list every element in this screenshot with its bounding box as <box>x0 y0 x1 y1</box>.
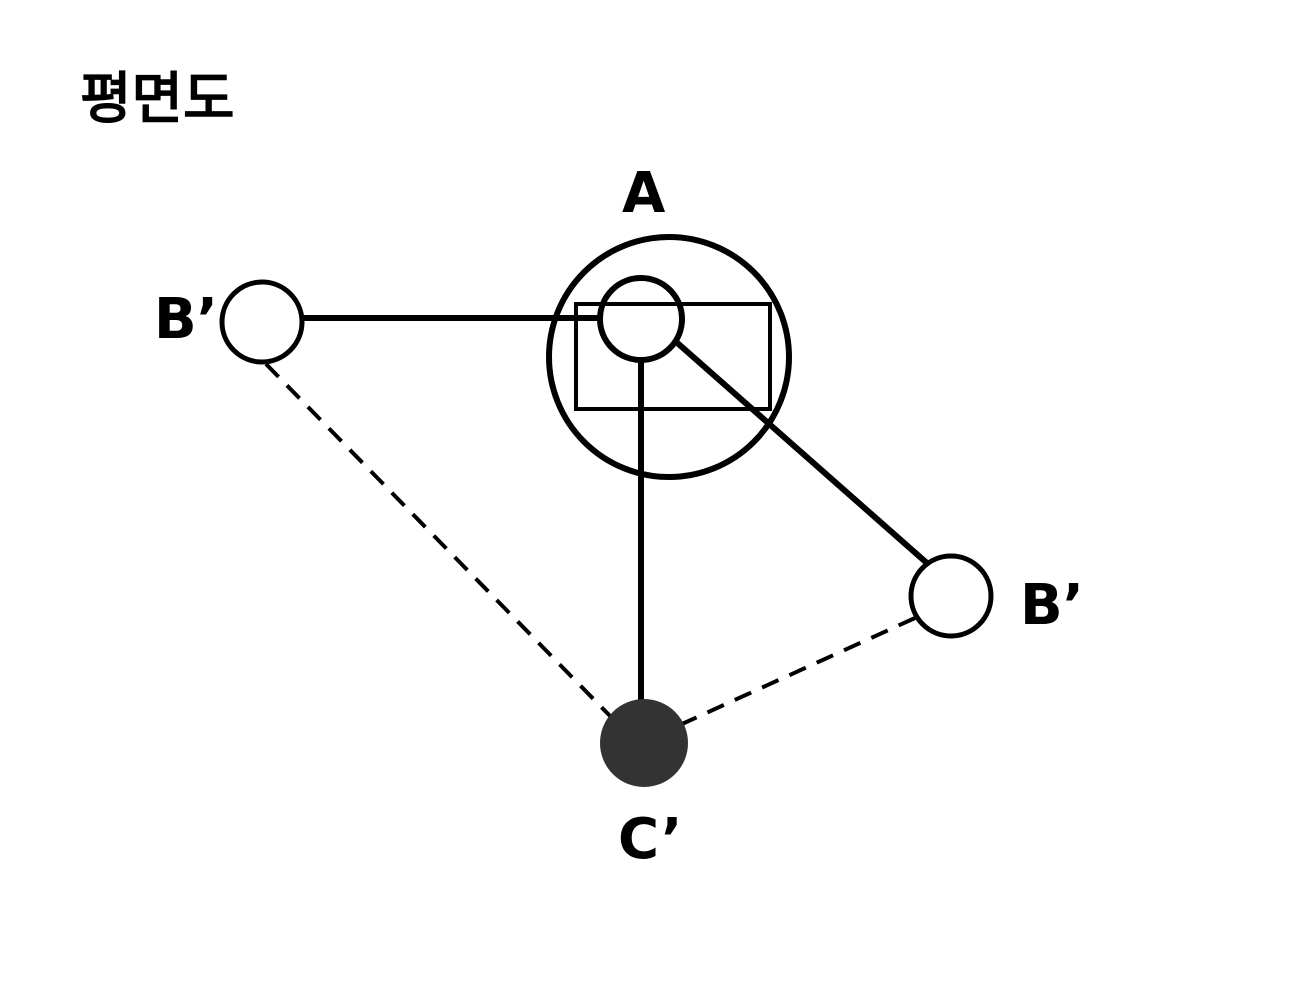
node-b-right-label: B’ <box>1020 573 1084 638</box>
node-b-left-circle <box>219 279 305 365</box>
node-a-inner-circle <box>597 275 685 363</box>
dashed-line-b-left-to-c <box>264 362 614 720</box>
diagram-title: 평면도 <box>80 67 235 132</box>
node-a-label: A <box>622 161 666 226</box>
node-b-right-circle <box>908 553 994 639</box>
node-c-label: C’ <box>618 807 682 872</box>
dashed-line-b-right-to-c <box>681 616 916 726</box>
solid-line-a-to-b-right <box>672 337 930 567</box>
node-a-outer-circle <box>546 234 792 480</box>
node-b-left-label: B’ <box>154 287 218 352</box>
node-a-rectangle <box>574 302 772 411</box>
node-c-filled-circle <box>600 699 688 787</box>
